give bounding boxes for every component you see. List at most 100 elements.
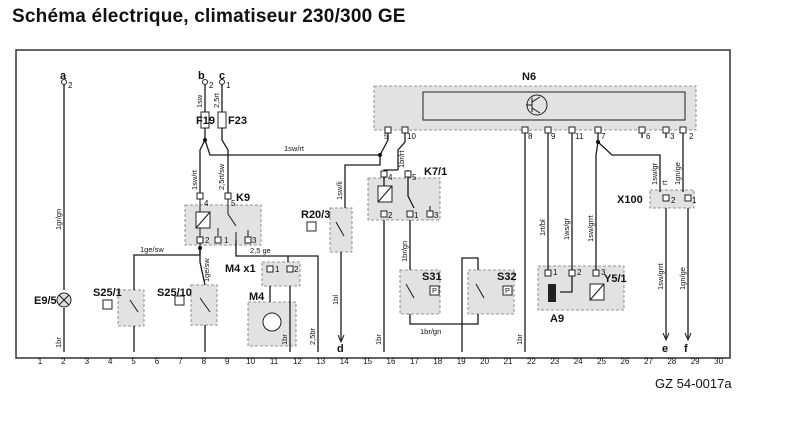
wire-2-5br: 2,5br: [308, 327, 317, 345]
wire-1rt-bl: 1rt/bl: [538, 219, 547, 236]
wire-1gn-ge-f: 1gn/ge: [678, 267, 687, 290]
page-title: Schéma électrique, climatiseur 230/300 G…: [12, 6, 406, 27]
n6-pin-8: 8: [528, 132, 533, 141]
motor-icon: [262, 312, 282, 332]
wire-1br-22: 1br: [515, 334, 524, 345]
wire-1ge-sw-s25: 1ge/sw: [202, 258, 211, 282]
column-number: 14: [340, 357, 349, 366]
wire-2-5rt: 2,5rt: [212, 92, 221, 108]
wire-1bl: 1bl: [331, 295, 340, 305]
wire-1br-gn-k7: 1br/gn: [400, 241, 409, 262]
wire-1br-rt: 1br/rt: [397, 150, 406, 168]
column-number: 2: [61, 357, 66, 366]
column-number: 30: [714, 357, 723, 366]
column-number: 18: [433, 357, 442, 366]
label-s32: S32: [497, 271, 517, 283]
column-number: 21: [504, 357, 513, 366]
junction-dots: [198, 138, 600, 250]
k9-pin-3: 3: [252, 236, 257, 245]
k9-pin-2: 2: [205, 236, 210, 245]
x100-pin-1: 1: [692, 196, 697, 205]
column-number: 12: [293, 357, 302, 366]
column-number: 10: [246, 357, 255, 366]
label-m4: M4: [249, 291, 265, 303]
terminal-d: d: [337, 343, 344, 355]
k7-pin-3: 3: [434, 211, 439, 220]
column-number: 26: [621, 357, 630, 366]
fuse-f19: [200, 111, 210, 129]
a9-pin-2: 2: [577, 268, 582, 277]
n6-pin-2: 2: [689, 132, 694, 141]
k9-pin-4: 4: [204, 199, 209, 208]
wire-1br-gn-bottom: 1br/gn: [420, 327, 441, 336]
terminal-f: f: [684, 343, 688, 355]
column-number: 1: [38, 357, 43, 366]
column-number: 28: [667, 357, 676, 366]
k7-pin-4: 4: [388, 173, 393, 182]
m4x1-pin-1: 1: [275, 265, 280, 274]
wire-rt: rt: [660, 180, 669, 185]
label-s25-1: S25/1: [93, 287, 122, 299]
terminal-e: e: [662, 343, 668, 355]
pin-c-1: 1: [226, 81, 231, 90]
column-number: 17: [410, 357, 419, 366]
wire-1sw-grrt-e: 1sw/grrt: [656, 262, 665, 290]
n6-box: [373, 85, 697, 131]
k9-pin-1: 1: [224, 236, 229, 245]
wire-1sw-rt-k9: 1sw/rt: [190, 169, 199, 190]
label-k9: K9: [236, 192, 250, 204]
n6-pin-5: 5: [384, 132, 389, 141]
label-x100: X100: [617, 194, 643, 206]
wire-1sw-b: 1sw: [195, 94, 204, 108]
a9-pin-1: 1: [553, 268, 558, 277]
n6-pin-9: 9: [551, 132, 556, 141]
wire-1gn-ge: 1gn/ge: [673, 162, 682, 185]
column-number: 13: [316, 357, 325, 366]
terminal-b: b: [198, 70, 205, 82]
column-number: 4: [108, 357, 113, 366]
column-number: 3: [85, 357, 90, 366]
label-m4x1: M4 x1: [225, 263, 256, 275]
wire-1sw-gr: 1sw/gr: [650, 162, 659, 185]
column-number: 19: [457, 357, 466, 366]
k9-pin-5: 5: [231, 199, 236, 208]
m4x1-pin-2: 2: [294, 265, 299, 274]
n6-pin-10: 10: [407, 132, 416, 141]
label-a9: A9: [550, 313, 564, 325]
wire-2-5ge: 2,5 ge: [250, 246, 271, 255]
s25-10-box: [190, 284, 218, 326]
n6-pin-6: 6: [646, 132, 651, 141]
k7-pin-2: 2: [388, 211, 393, 220]
document-reference: GZ 54-0017a: [655, 376, 732, 391]
n6-pin-3: 3: [670, 132, 675, 141]
column-number: 20: [480, 357, 489, 366]
column-number: 6: [155, 357, 160, 366]
column-number: 11: [270, 357, 279, 366]
wire-1br-e9: 1br: [54, 337, 63, 348]
a9-coil: [548, 284, 556, 302]
column-number: 27: [644, 357, 653, 366]
label-f23: F23: [228, 115, 247, 127]
wire-1br-16: 1br: [374, 334, 383, 345]
s25-1-box: [117, 289, 145, 327]
wire-1sw-rt-top: 1sw/rt: [284, 144, 305, 153]
pin-markers: [61, 79, 692, 277]
column-number: 22: [527, 357, 536, 366]
pin-b-2: 2: [209, 81, 214, 90]
transistor-symbol: [526, 96, 541, 114]
wire-1sw-grrt: 1sw/grrt: [586, 214, 595, 242]
column-number: 8: [202, 357, 207, 366]
y5-pin-3: 3: [601, 268, 606, 277]
n6-pin-11: 11: [575, 132, 584, 141]
s31-p-label: P: [432, 286, 437, 295]
wire-1ws-gr: 1ws/gr: [562, 217, 571, 240]
s32-p-label: P: [505, 286, 510, 295]
n6-module: [422, 91, 686, 121]
terminal-a: a: [60, 70, 67, 82]
label-r20-3: R20/3: [301, 209, 330, 221]
diagram-frame: [15, 49, 731, 359]
column-number: 5: [131, 357, 136, 366]
column-number: 9: [225, 357, 230, 366]
